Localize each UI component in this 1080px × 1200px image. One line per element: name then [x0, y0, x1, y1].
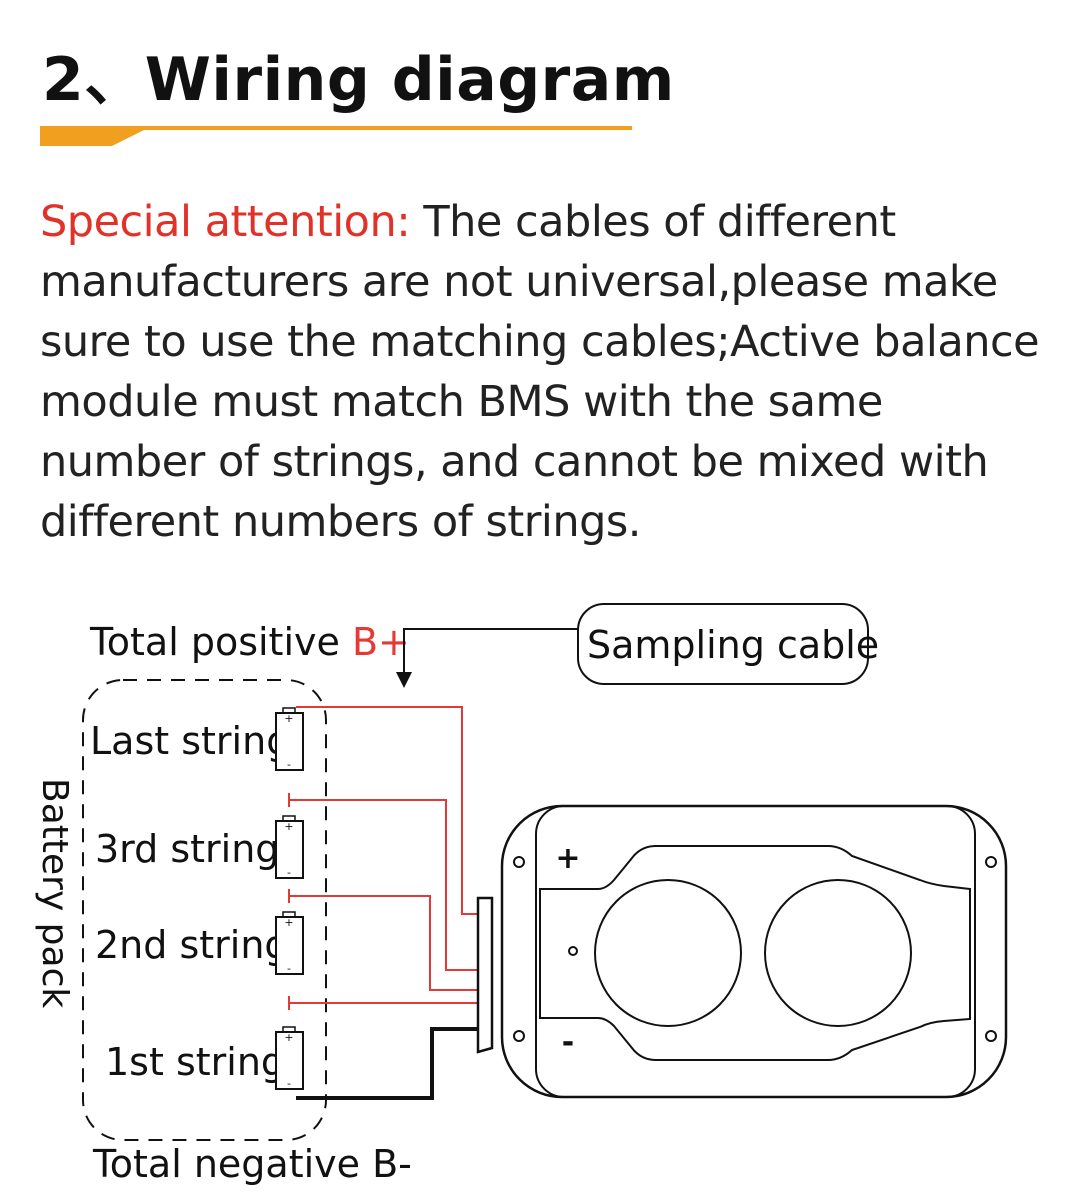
string-label-1st: 1st string — [105, 1040, 285, 1084]
cell-3rd-body — [275, 820, 304, 879]
cell-1st-body — [275, 1031, 304, 1090]
cell-last-plus: + — [284, 712, 293, 725]
cell-1st: + - — [275, 1026, 304, 1090]
mount-hole-top-right — [985, 856, 997, 868]
wire-last-string — [296, 706, 482, 915]
string-label-3rd: 3rd string — [95, 827, 279, 871]
sampling-cable-label: Sampling cable — [587, 623, 879, 667]
indicator-dot — [568, 946, 578, 956]
module-left-disc — [594, 879, 742, 1027]
cell-1st-minus: - — [287, 1077, 291, 1090]
cell-3rd-plus: + — [284, 820, 293, 833]
module-center-plate — [539, 845, 971, 1061]
battery-pack-label: Battery pack — [34, 778, 75, 1008]
module-inner-shell — [535, 805, 976, 1098]
cell-3rd-minus: - — [287, 866, 291, 879]
cell-last-minus: - — [287, 758, 291, 771]
title-underline — [40, 126, 632, 146]
battery-pack-outline — [82, 679, 327, 1141]
total-positive-text: Total positive — [89, 620, 352, 664]
cell-3rd: + - — [275, 815, 304, 879]
sampling-cable-pointer — [403, 628, 578, 676]
cell-last: + - — [275, 707, 304, 771]
cell-2nd-minus: - — [287, 962, 291, 975]
notice-paragraph: Special attention: The cables of differe… — [40, 192, 1050, 552]
total-positive-label: Total positive B+ — [89, 620, 410, 664]
cell-2nd-plus: + — [284, 916, 293, 929]
sampling-cable-box — [577, 603, 869, 685]
total-negative-label: Total negative B- — [92, 1142, 412, 1186]
balance-module: + - — [500, 804, 1008, 1099]
string-label-2nd: 2nd string — [95, 923, 289, 967]
mount-hole-bottom-left — [513, 1030, 525, 1042]
cell-1st-plus: + — [284, 1031, 293, 1044]
string-label-last: Last string — [90, 719, 290, 763]
cell-2nd: + - — [275, 911, 304, 975]
module-right-disc — [764, 879, 912, 1027]
total-negative-wire — [296, 1027, 480, 1100]
module-negative-terminal: - — [562, 1025, 574, 1060]
page-title: 2、Wiring diagram — [42, 45, 675, 115]
sampling-wires — [288, 706, 482, 1010]
title-underline-accent — [40, 126, 632, 146]
cell-last-body — [275, 712, 304, 771]
sampling-connector — [476, 896, 494, 1054]
cell-2nd-body — [275, 916, 304, 975]
mount-hole-top-left — [513, 856, 525, 868]
sampling-cable-arrowhead — [396, 672, 412, 688]
total-positive-symbol: B+ — [352, 620, 410, 664]
module-positive-terminal: + — [555, 841, 580, 876]
mount-hole-bottom-right — [985, 1030, 997, 1042]
notice-text: The cables of different manufacturers ar… — [40, 197, 1040, 547]
notice-label: Special attention: — [40, 197, 411, 247]
wire-2nd-string — [289, 895, 478, 991]
wire-3rd-string — [289, 799, 478, 971]
